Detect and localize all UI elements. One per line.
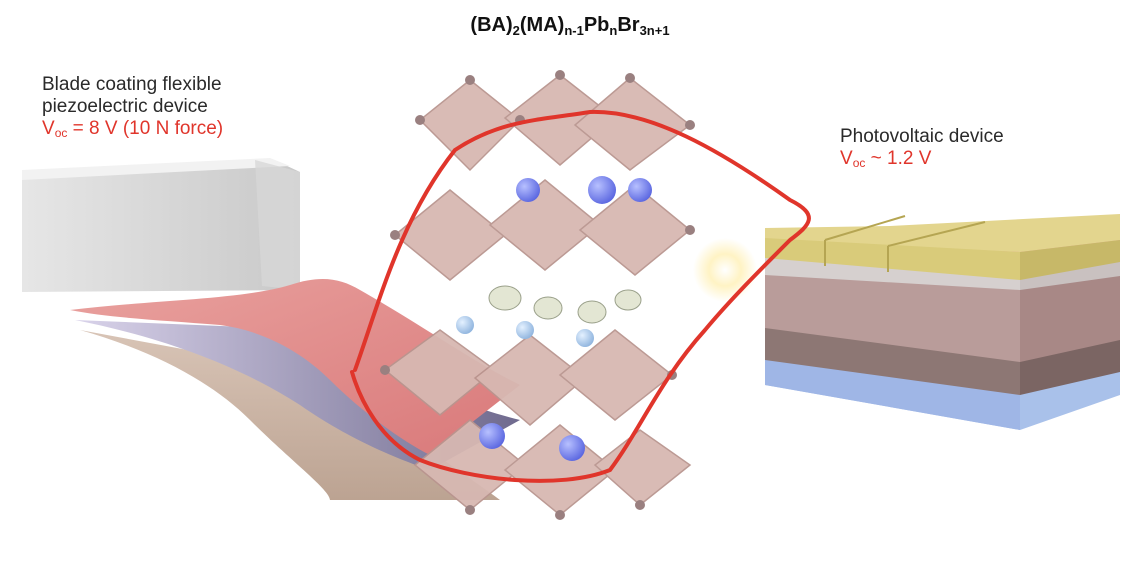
light-glow xyxy=(693,238,757,302)
piezo-label-line1: Blade coating flexible xyxy=(42,74,222,95)
blade-coater-block xyxy=(22,158,300,292)
photovoltaic-stack xyxy=(765,214,1120,430)
perovskite-lattice xyxy=(380,70,695,520)
piezo-device-label: Blade coating flexible piezoelectric dev… xyxy=(42,74,223,140)
pv-device-label: Photovoltaic device Voc ~ 1.2 V xyxy=(840,126,1004,171)
pv-label-line1: Photovoltaic device xyxy=(840,126,1004,147)
circuit-wire xyxy=(350,109,811,483)
pv-voc: Voc ~ 1.2 V xyxy=(840,147,932,170)
piezo-voc: Voc = 8 V (10 N force) xyxy=(42,117,224,140)
flexible-substrate xyxy=(70,278,520,500)
piezo-label-line2: piezoelectric device xyxy=(42,95,208,117)
perovskite-formula: (BA)2(MA)n-1PbnBr3n+1 xyxy=(470,14,670,38)
